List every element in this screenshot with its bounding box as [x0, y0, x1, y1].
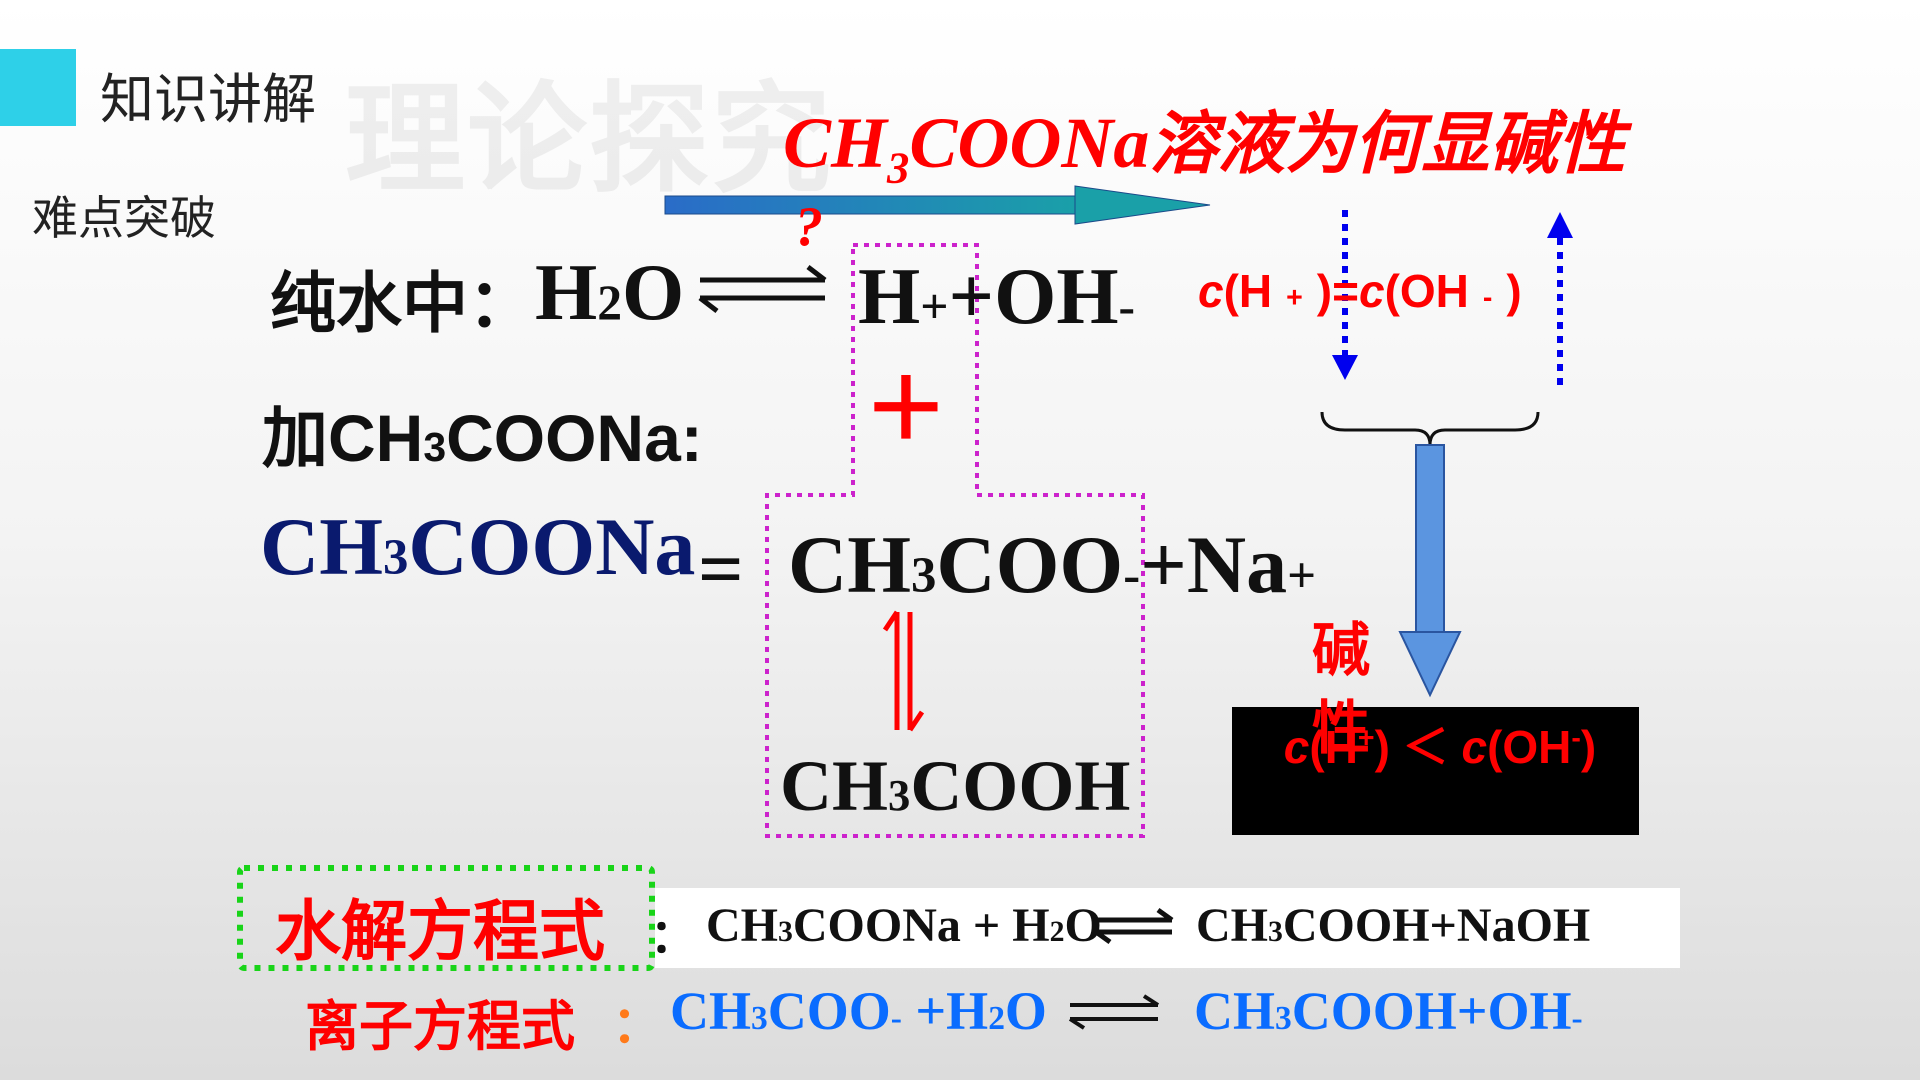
formula-part: CH — [670, 981, 751, 1041]
formula-part: COOH — [910, 746, 1131, 826]
dotted-up-arrow-icon — [1547, 212, 1573, 385]
subtitle: 难点突破 — [32, 192, 216, 244]
formula-part: CH — [328, 401, 424, 475]
equilibrium-arrow-icon — [698, 265, 827, 313]
formula-part: COO — [936, 519, 1124, 610]
dotted-region-outline — [765, 243, 1145, 838]
watermark: 理论探究 — [345, 73, 833, 207]
conc-part: )= — [1316, 265, 1359, 317]
formula-part: O — [1064, 899, 1102, 952]
formula-part: CH — [1196, 899, 1268, 952]
pure-water-label: 纯水中： — [270, 266, 534, 340]
conc-part: ) ＜ — [1374, 721, 1462, 773]
formula-part: CH — [780, 746, 888, 826]
formula-part: COONa + H — [792, 899, 1050, 952]
formula-part: CH — [706, 899, 778, 952]
concentration-equal: c(H+)=c(OH-) — [1198, 265, 1522, 317]
ionic-colon: ： — [612, 997, 662, 1053]
equals-sign: = — [698, 526, 744, 614]
conc-part: ) — [1506, 265, 1522, 317]
conc-part: (H — [1309, 721, 1358, 773]
water-ions: H+ + OH- — [858, 253, 1136, 341]
conc-symbol: c — [1198, 265, 1224, 317]
hydroxide-ion: OH — [994, 253, 1119, 341]
question-mark: ? — [795, 196, 823, 258]
plus-sign: + — [948, 253, 995, 341]
add-label: 加 — [262, 401, 328, 475]
formula-part: COONa — [408, 501, 696, 592]
sodium-ion: Na — [1186, 519, 1288, 610]
conc-symbol: c — [1358, 265, 1385, 317]
ionic-label: 离子方程式 — [305, 997, 575, 1057]
formula-part: O — [1004, 981, 1047, 1041]
formula-part: CH — [783, 103, 888, 183]
ion-charge: + — [1357, 722, 1375, 755]
formula-part: O — [622, 249, 685, 337]
formula-part: COONa — [909, 103, 1150, 183]
conc-symbol: c — [1283, 721, 1310, 773]
conc-part: (OH — [1487, 721, 1572, 773]
dotted-down-arrow-icon — [1332, 210, 1358, 380]
conc-part: (OH — [1384, 265, 1469, 317]
hydrolysis-label: 水解方程式 — [275, 894, 605, 968]
formula-part: CH — [1194, 981, 1275, 1041]
conc-part: ) — [1580, 721, 1597, 773]
section-label: 知识讲解 — [100, 70, 316, 130]
result-conc: c(H+) ＜ c(OH-) — [1250, 718, 1630, 776]
hydrolysis-equilibrium-icon — [1094, 907, 1174, 945]
accent-square — [0, 49, 76, 126]
plus-sign: + — [1140, 519, 1187, 610]
title-question: 溶液为何显碱性 — [1149, 106, 1626, 182]
ionic-equilibrium-icon — [1068, 994, 1160, 1030]
formula-part: CH — [788, 519, 911, 610]
conc-part: (H — [1223, 265, 1273, 317]
formula-part: +H — [901, 981, 989, 1041]
formula-part: COONa: — [446, 401, 703, 475]
title-formula: CH3COONa — [783, 102, 1150, 190]
vertical-equilibrium-arrow-icon — [882, 610, 925, 732]
formula-subscript: 3 — [887, 142, 910, 193]
formula-part: COOH+NaOH — [1282, 899, 1591, 952]
formula-part: H — [535, 249, 598, 337]
result-down-arrow-icon — [1398, 444, 1462, 698]
conc-symbol: c — [1461, 721, 1488, 773]
formula-part: CH — [260, 501, 383, 592]
title-arrow-icon — [664, 185, 1211, 225]
brace-icon — [1320, 411, 1540, 446]
combine-symbol: + — [868, 332, 944, 478]
formula-part: COO — [767, 981, 891, 1041]
result-box — [1232, 707, 1639, 835]
ion-charge: - — [1571, 722, 1581, 755]
hydrolysis-label-outline — [237, 865, 655, 971]
hydrolysis-bar — [655, 888, 1680, 968]
basic-label: 碱性 — [1312, 618, 1371, 761]
hydrolysis-colon: ： — [650, 910, 696, 962]
page-title: CH3COONa 溶液为何显碱性 — [783, 88, 1626, 190]
formula-part: COOH+OH — [1291, 981, 1572, 1041]
hydrogen-ion: H — [858, 253, 921, 341]
